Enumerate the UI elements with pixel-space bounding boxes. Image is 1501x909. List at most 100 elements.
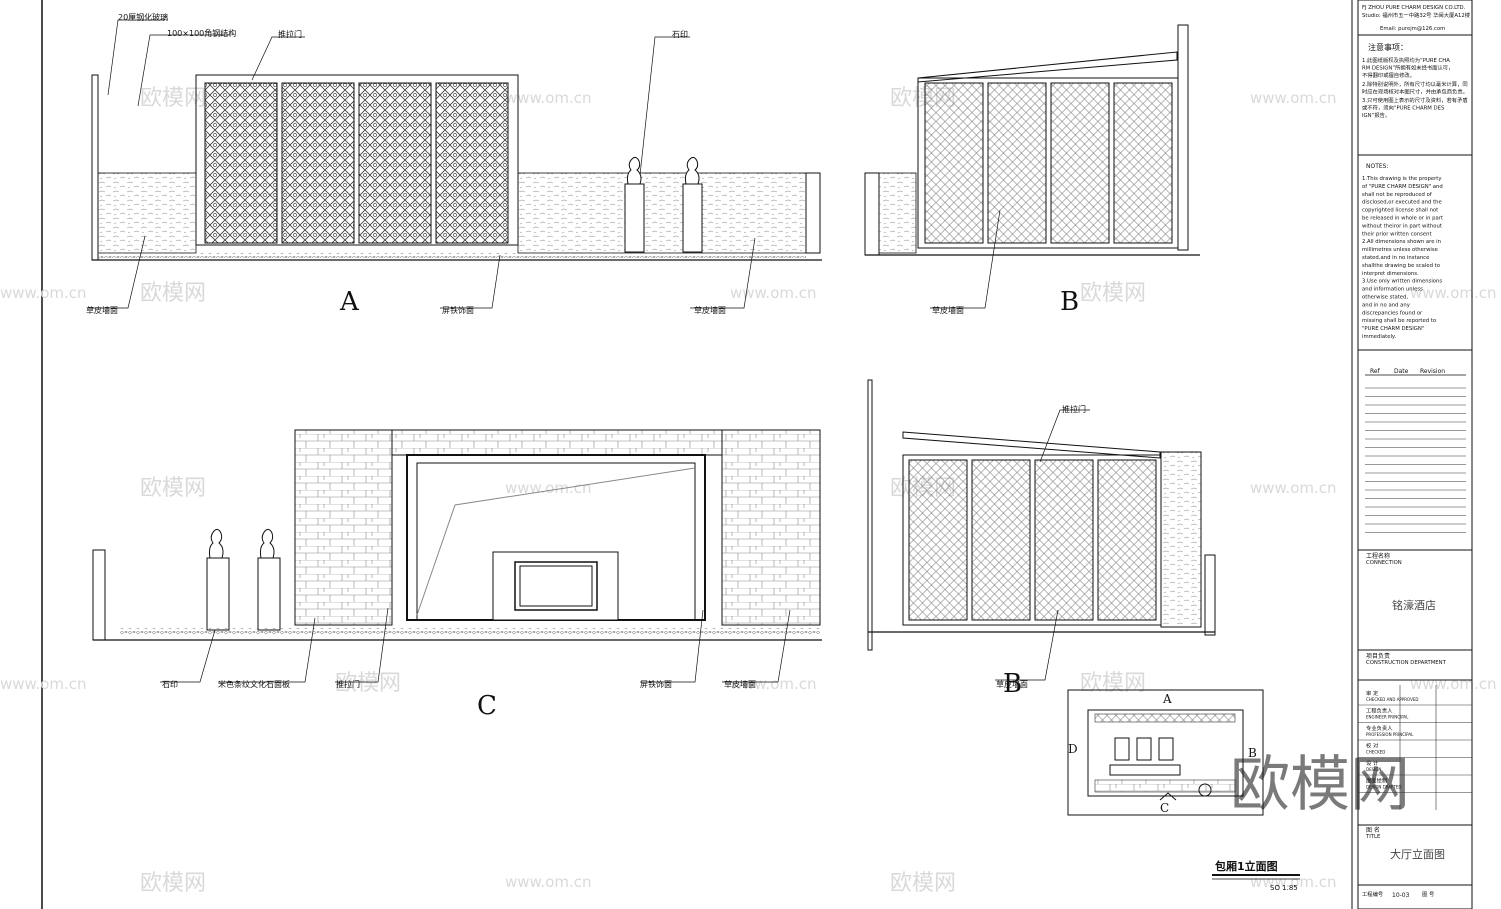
watermark-logo: 欧模网 [1080,671,1146,696]
watermarks: 欧模网欧模网欧模网欧模网欧模网欧模网欧模网欧模网欧模网欧模网www.om.cnw… [0,86,1497,896]
watermark-url: www.om.cn [505,873,592,891]
tb-note-en-line: 2.All dimensions shown are in [1362,239,1441,245]
tb-sign-row-cn: 设 计 [1366,759,1379,767]
tb-note-cn-line: 或不符，须向“PURE CHARM DES [1362,104,1445,112]
watermark-url: www.om.cn [505,479,592,497]
tb-sign-row-cn: 专业负责人 [1366,724,1393,732]
drawing-scale: SO 1.85 [1270,884,1298,892]
view-letter-b2: B [1003,669,1022,699]
watermark-big-logo: 欧模网 [1230,750,1410,820]
c-header-stone [391,429,723,456]
tb-address: Studio: 福州市五一中路32号 华闽大厦A12楼 [1362,11,1471,19]
tb-sign-row-en: CHECKED AND APPROVED [1366,697,1418,702]
watermark-url: www.om.cn [730,675,817,693]
tb-note-en-line: immediately. [1362,334,1396,340]
tb-notes-en-title: NOTES: [1366,163,1389,170]
a-left-leather-wall [97,172,197,254]
tb-company: FJ ZHOU PURE CHARM DESIGN CO.LTD. [1362,5,1466,11]
watermark-url: www.om.cn [1410,284,1497,302]
label-leather-wall-b2: 草皮墙面 [996,679,1028,689]
key-plan-letter-d: D [1068,742,1078,756]
b2-screen-panel-1 [908,459,968,621]
a-right-leather-wall [517,172,807,254]
watermark-url: www.om.cn [0,675,87,693]
annotation-labels: 20厘钢化玻璃 100×100角钢结构 推拉门 石印 草皮墙面 屏铁饰面 草皮墙… [86,12,1086,689]
a-screen-panel-1 [204,82,278,244]
tb-sign-row-cn: 审 定 [1366,689,1379,697]
tb-note-en-line: shallthe drawing be scaled to [1362,263,1440,269]
b-right-wall [1177,24,1189,251]
b-left-leather-wall [878,172,917,254]
b-screen-panel-2 [987,82,1047,244]
tb-sign-row-cn: 工程负责人 [1366,707,1393,715]
label-stone-seal-a: 石印 [672,30,688,39]
tb-notes-en: 1.This drawing is the property of "PURE … [1362,176,1443,340]
tb-email: Email: purejm@126.com [1380,26,1445,32]
drawing-title: 包厢1立面图 [1214,859,1278,873]
watermark-logo: 欧模网 [140,476,206,501]
tb-note-cn-line: 2.除特别说明外，所有尺寸均以毫米计算，同 [1362,80,1468,88]
watermark-url: www.om.cn [1250,89,1337,107]
a-stone-seal-1 [626,156,642,185]
c-pedestal-1 [206,557,230,631]
tb-note-en-line: of "PURE CHARM DESIGN" and [1362,184,1443,190]
label-sliding-door-a: 推拉门 [278,29,302,39]
a-screen-panel-4 [435,82,509,244]
label-leather-wall-a-left: 草皮墙面 [86,305,118,315]
c-stone-seal-2 [259,528,275,559]
watermark-url: www.om.cn [1250,873,1337,891]
elevation-a [91,74,822,261]
tb-sign-row-en: DESIGN DRAFTED [1366,785,1401,790]
c-pedestal-2 [257,557,281,631]
label-sliding-door-c: 推拉门 [336,679,360,689]
sheet-border [41,0,1353,909]
c-right-stone-wall [721,429,821,626]
tb-notes-cn-title: 注意事项： [1368,42,1408,52]
key-plan-table [1109,764,1181,776]
label-sliding-door-b2: 推拉门 [1062,404,1086,414]
b2-left-wall [867,379,873,651]
a-stone-seal-2 [684,156,700,185]
c-floor-gravel [120,628,820,634]
tb-note-cn-line: RM DESIGN”所拥有如未经书面认可， [1362,64,1453,72]
b-left-post [864,172,880,256]
title-block-frame [1357,0,1473,909]
tb-note-en-line: their prior written consent [1362,231,1432,237]
title-block [1357,0,1473,909]
tb-rev-ref: Ref [1370,368,1381,375]
tb-dept-label-en: CONSTRUCTION DEPARTMENT [1366,660,1447,666]
key-plan-screen-band [1094,713,1236,723]
tb-sign-row-cn: 校 对 [1366,742,1379,750]
tb-note-en-line: otherwise stated, [1362,295,1408,301]
view-letter-a: A [339,287,360,317]
a-screen-panel-2 [281,82,355,244]
watermark-url: www.om.cn [0,284,87,302]
label-leather-wall-c: 草皮墙面 [724,679,756,689]
key-plan-seat-2 [1136,737,1152,761]
tb-note-cn-line: 不得翻印或擅自修改。 [1362,71,1415,79]
elevation-c [92,429,822,641]
key-plan-letters: A D B C [1068,692,1257,815]
tb-note-cn-line: IGN”报告。 [1362,111,1390,119]
tb-no-label: 工程编号 [1362,890,1383,898]
tb-note-en-line: missing shall be reported to [1362,318,1436,324]
key-plan-inner [1087,709,1244,797]
watermark-logo: 欧模网 [140,281,206,306]
tb-project-label-cn: 工程名称 [1366,552,1390,560]
tb-sign-row-en: DESIGN [1366,767,1381,772]
elevation-b [864,24,1200,256]
label-leather-wall-b: 草皮墙面 [932,305,964,315]
label-metal-screen-a: 屏铁饰面 [442,305,474,315]
label-frame: 100×100角钢结构 [167,28,236,38]
label-culture-stone-c: 米色条纹文化石面板 [218,679,290,689]
label-metal-finish-c: 屏铁饰面 [640,679,672,689]
tb-project-label-en: CONNECTION [1366,560,1402,566]
key-plan-letter-b: B [1248,746,1257,760]
a-pedestal-1 [624,183,645,253]
leader-lines [88,19,1090,683]
watermark-url: www.om.cn [505,89,592,107]
tb-note-en-line: stated,and in no instance [1362,255,1429,261]
tb-sheet-label: 图 号 [1422,890,1434,898]
title-block-text: FJ ZHOU PURE CHARM DESIGN CO.LTD. Studio… [1362,5,1471,899]
tb-sign-row-cn: 图面绘制 [1366,777,1387,785]
